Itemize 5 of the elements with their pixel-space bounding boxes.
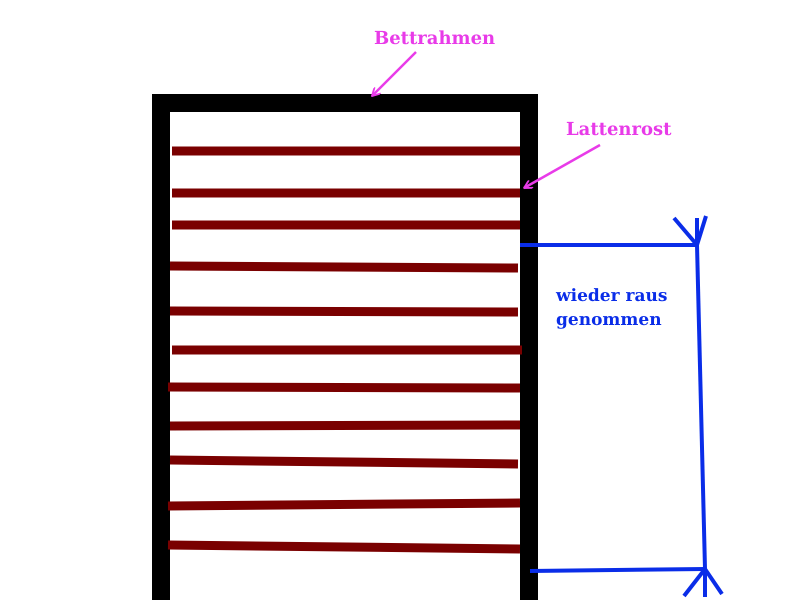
leader-arrow xyxy=(523,144,601,190)
callout-label: Bettrahmen xyxy=(374,28,506,52)
leader-arrow xyxy=(371,51,417,97)
callout-label: Lattenrost xyxy=(566,119,686,143)
note-text: wieder raus genommen xyxy=(556,285,668,332)
